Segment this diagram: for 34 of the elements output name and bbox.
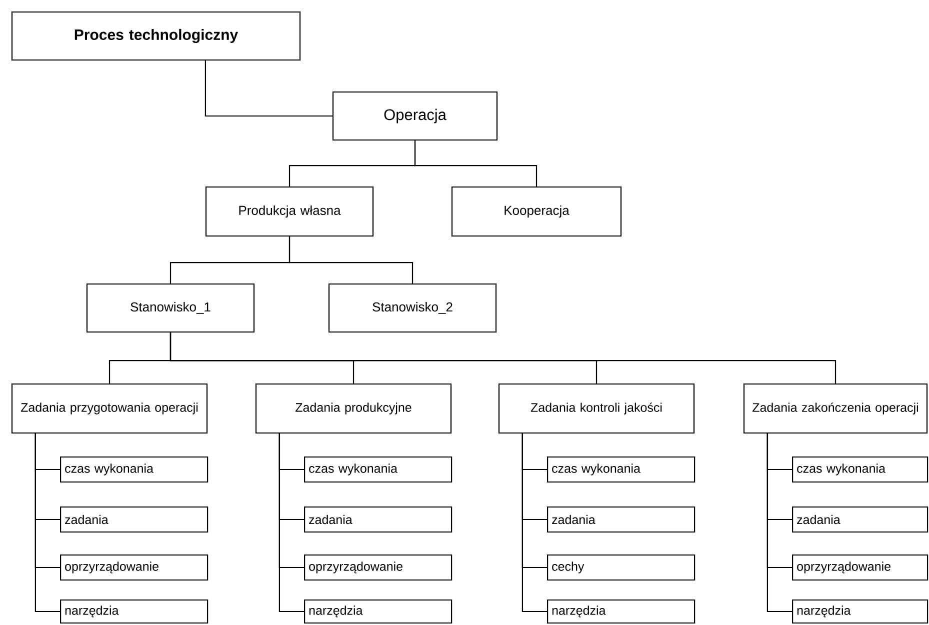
attribute-box: oprzyrządowanie [60,554,208,581]
attribute-box: oprzyrządowanie [304,554,452,581]
attribute-box: cechy [547,554,696,581]
process-box: Stanowisko_1 [86,283,255,333]
title-box: Proces technologiczny [11,11,301,61]
task-box: Zadania kontroli jakości [498,383,695,434]
task-box: Zadania produkcyjne [255,383,452,434]
connector [204,60,332,117]
process-box: Produkcja własna [205,186,374,237]
process-box: Stanowisko_2 [328,283,497,333]
attribute-box: czas wykonania [547,456,696,483]
attribute-box: czas wykonania [304,456,452,483]
attribute-box: zadania [60,506,208,533]
attribute-box: zadania [792,506,928,533]
connector [34,434,60,612]
connector [278,434,304,612]
attribute-box: czas wykonania [792,456,928,483]
task-box: Zadania przygotowania operacji [11,383,208,434]
connector [288,236,414,284]
attribute-box: narzędzia [304,599,452,624]
connector [522,434,547,612]
attribute-box: zadania [304,506,452,533]
attribute-box: narzędzia [792,599,928,624]
attribute-box: oprzyrządowanie [792,554,928,581]
task-box: Zadania zakończenia operacji [743,383,928,434]
connector [414,140,538,186]
attribute-box: czas wykonania [60,456,208,483]
attribute-box: zadania [547,506,696,533]
connector [766,434,792,612]
connector [170,332,836,384]
process-box: Kooperacja [451,186,622,237]
attribute-box: narzędzia [60,599,208,624]
process-box: Operacja [332,91,498,141]
attribute-box: narzędzia [547,599,696,624]
